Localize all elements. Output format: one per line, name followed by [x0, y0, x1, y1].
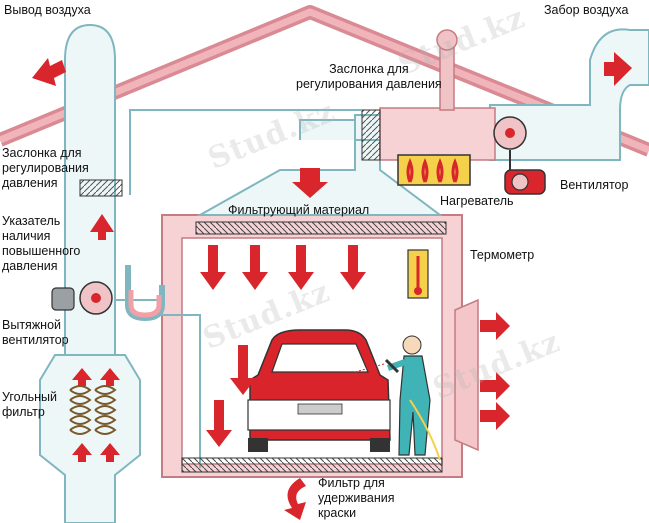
supply-fan [493, 116, 546, 195]
label-exhaust-fan: Вытяжной вентилятор [2, 318, 69, 347]
label-paint-filter: Фильтр для удерживания краски [318, 476, 395, 520]
left-damper [79, 179, 123, 197]
label-pressure-indicator: Указатель наличия повышенного давления [2, 214, 81, 273]
top-damper [361, 109, 381, 161]
label-filter-material: Фильтрующий материал [228, 203, 370, 217]
thermometer [407, 249, 429, 299]
label-air-out: Вывод воздуха [4, 3, 91, 17]
heater [397, 154, 471, 186]
side-door [454, 298, 479, 452]
airflow-arrows [32, 52, 632, 520]
pressure-indicator-tube [125, 265, 165, 322]
label-fan: Вентилятор [560, 178, 629, 192]
label-heater: Нагреватель [440, 194, 514, 208]
car [247, 329, 391, 452]
label-air-in: Забор воздуха [544, 3, 629, 17]
roof-vent [436, 29, 458, 111]
pressure-line [129, 109, 362, 195]
filter-material-band [195, 221, 447, 235]
label-carbon-filter: Угольный фильтр [2, 390, 58, 419]
label-damper-top: Заслонка для регулирования давления [296, 62, 442, 91]
exhaust-fan [51, 281, 113, 315]
paint-filter-floor [181, 457, 443, 473]
painter [354, 335, 441, 461]
carbon-filter [69, 385, 117, 435]
label-thermometer: Термометр [470, 248, 535, 262]
label-damper-left: Заслонка для регулирования давления [2, 146, 89, 190]
